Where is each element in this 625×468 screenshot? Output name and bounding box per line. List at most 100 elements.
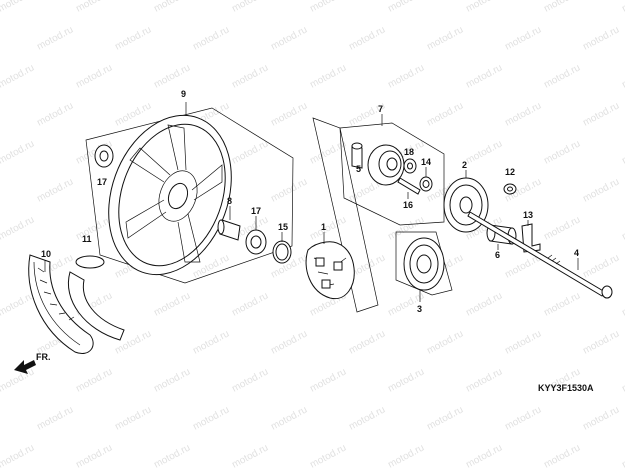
- watermark-text: motod.ru: [464, 62, 504, 90]
- flange-group-outline: [339, 122, 445, 226]
- watermark-text: motod.ru: [152, 0, 192, 15]
- watermark-text: motod.ru: [308, 0, 348, 15]
- watermark-text: motod.ru: [386, 62, 426, 90]
- watermark-text: motod.ru: [386, 442, 426, 468]
- callout-11: 11: [82, 234, 92, 244]
- final-driven-flange: [367, 144, 405, 186]
- watermark-text: motod.ru: [152, 366, 192, 394]
- rear-axle: [467, 211, 613, 299]
- watermark-text: motod.ru: [269, 404, 309, 432]
- watermark-text: motod.ru: [0, 138, 36, 166]
- watermark-text: motod.ru: [620, 62, 625, 90]
- callout-8: 8: [227, 196, 232, 206]
- watermark-text: motod.ru: [464, 290, 504, 318]
- watermark-text: motod.ru: [581, 100, 621, 128]
- callout-17b: 17: [251, 206, 261, 216]
- watermark-text: motod.ru: [74, 366, 114, 394]
- callout-14: 14: [421, 157, 431, 167]
- watermark-text: motod.ru: [542, 214, 582, 242]
- watermark-text: motod.ru: [503, 404, 543, 432]
- bearing-left: [94, 144, 114, 168]
- oil-seal: [272, 240, 292, 264]
- watermark-text: motod.ru: [269, 100, 309, 128]
- watermark-text: motod.ru: [308, 366, 348, 394]
- callout-16: 16: [403, 200, 413, 210]
- watermark-text: motod.ru: [230, 0, 270, 15]
- stud-bolt: [351, 142, 363, 169]
- watermark-text: motod.ru: [230, 138, 270, 166]
- watermark-text: motod.ru: [425, 404, 465, 432]
- callout-12: 12: [505, 167, 515, 177]
- watermark-text: motod.ru: [269, 24, 309, 52]
- tube: [68, 255, 125, 341]
- watermark-text: motod.ru: [0, 62, 36, 90]
- callout-7: 7: [378, 104, 383, 114]
- watermark-text: motod.ru: [464, 366, 504, 394]
- watermark-text: motod.ru: [35, 24, 75, 52]
- watermark-text: motod.ru: [620, 214, 625, 242]
- watermark-text: motod.ru: [35, 404, 75, 432]
- watermark-text: motod.ru: [581, 176, 621, 204]
- callout-13: 13: [523, 210, 533, 220]
- watermark-text: motod.ru: [620, 442, 625, 468]
- collar: [217, 219, 241, 241]
- watermark-text: motod.ru: [152, 290, 192, 318]
- bolt-16: [397, 177, 421, 195]
- watermark-text: motod.ru: [542, 290, 582, 318]
- callout-17a: 17: [97, 177, 107, 187]
- watermark-text: motod.ru: [542, 62, 582, 90]
- callout-9: 9: [181, 89, 186, 99]
- callout-3: 3: [417, 304, 422, 314]
- watermark-text: motod.ru: [581, 24, 621, 52]
- callout-5: 5: [356, 164, 361, 174]
- watermark-text: motod.ru: [581, 404, 621, 432]
- watermark-text: motod.ru: [425, 328, 465, 356]
- watermark-text: motod.ru: [464, 0, 504, 15]
- watermark-text: motod.ru: [269, 328, 309, 356]
- watermark-text: motod.ru: [542, 138, 582, 166]
- watermark-text: motod.ru: [386, 0, 426, 15]
- nut-14: [419, 176, 433, 192]
- watermark-text: motod.ru: [191, 404, 231, 432]
- watermark-text: motod.ru: [230, 62, 270, 90]
- watermark-text: motod.ru: [74, 214, 114, 242]
- watermark-text: motod.ru: [191, 24, 231, 52]
- watermark-text: motod.ru: [347, 328, 387, 356]
- watermark-text: motod.ru: [74, 0, 114, 15]
- watermark-text: motod.ru: [113, 404, 153, 432]
- bearing-right: [245, 229, 267, 255]
- watermark-text: motod.ru: [0, 290, 36, 318]
- callout-1: 1: [321, 222, 326, 232]
- callout-15: 15: [278, 222, 288, 232]
- watermark-text: motod.ru: [503, 24, 543, 52]
- watermark-text: motod.ru: [0, 214, 36, 242]
- watermark-text: motod.ru: [464, 138, 504, 166]
- watermark-text: motod.ru: [74, 62, 114, 90]
- watermark-text: motod.ru: [620, 0, 625, 15]
- rubber-damper: [305, 241, 355, 300]
- callout-2: 2: [462, 160, 467, 170]
- watermark-text: motod.ru: [0, 442, 36, 468]
- watermark-text: motod.ru: [35, 176, 75, 204]
- watermark-text: motod.ru: [230, 290, 270, 318]
- watermark-text: motod.ru: [308, 62, 348, 90]
- watermark-text: motod.ru: [0, 0, 36, 15]
- callout-4: 4: [574, 248, 579, 258]
- bearing-18: [403, 158, 417, 174]
- watermark-text: motod.ru: [230, 366, 270, 394]
- watermark-text: motod.ru: [386, 366, 426, 394]
- watermark-text: motod.ru: [425, 24, 465, 52]
- watermark-text: motod.ru: [542, 442, 582, 468]
- wheel-group-outline: [85, 107, 294, 284]
- watermark-text: motod.ru: [191, 328, 231, 356]
- callout-10: 10: [41, 249, 51, 259]
- watermark-text: motod.ru: [308, 442, 348, 468]
- sprocket-group-outline: [395, 231, 453, 296]
- callout-18: 18: [404, 147, 414, 157]
- watermark-text: motod.ru: [425, 100, 465, 128]
- watermark-text: motod.ru: [581, 328, 621, 356]
- watermark-text: motod.ru: [269, 176, 309, 204]
- watermark-text: motod.ru: [74, 442, 114, 468]
- watermark-text: motod.ru: [230, 442, 270, 468]
